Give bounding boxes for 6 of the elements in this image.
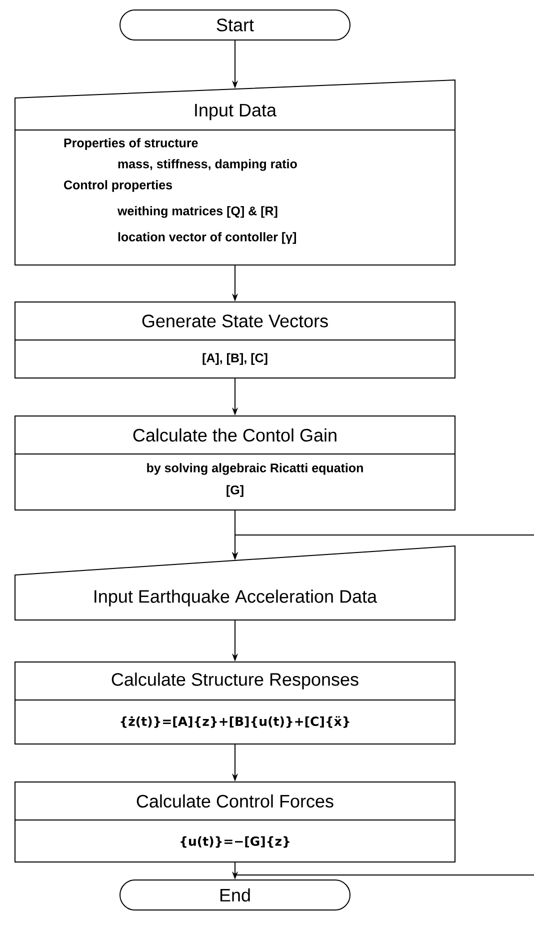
- manual-input-box: Input Data Properties of structure mass, stiffness, damping ratio Control properties weithing matrices [Q] & [R] location vector of contoller [γ]: [14, 79, 456, 266]
- process-box: Calculate the Contol Gain by solving algebraic Ricatti equation [G]: [14, 416, 456, 510]
- process-box: Generate State Vectors [A], [B], [C]: [14, 302, 456, 378]
- manual-input-box: Input Earthquake Acceleration Data: [14, 545, 456, 620]
- process-box: Calculate Control Forces {u(t)}=−[G]{z}: [14, 782, 456, 862]
- process-box: Calculate Structure Responses {ż(t)}=[A]{z}+[B]{u(t)}+[C]{ẍ}: [14, 662, 456, 744]
